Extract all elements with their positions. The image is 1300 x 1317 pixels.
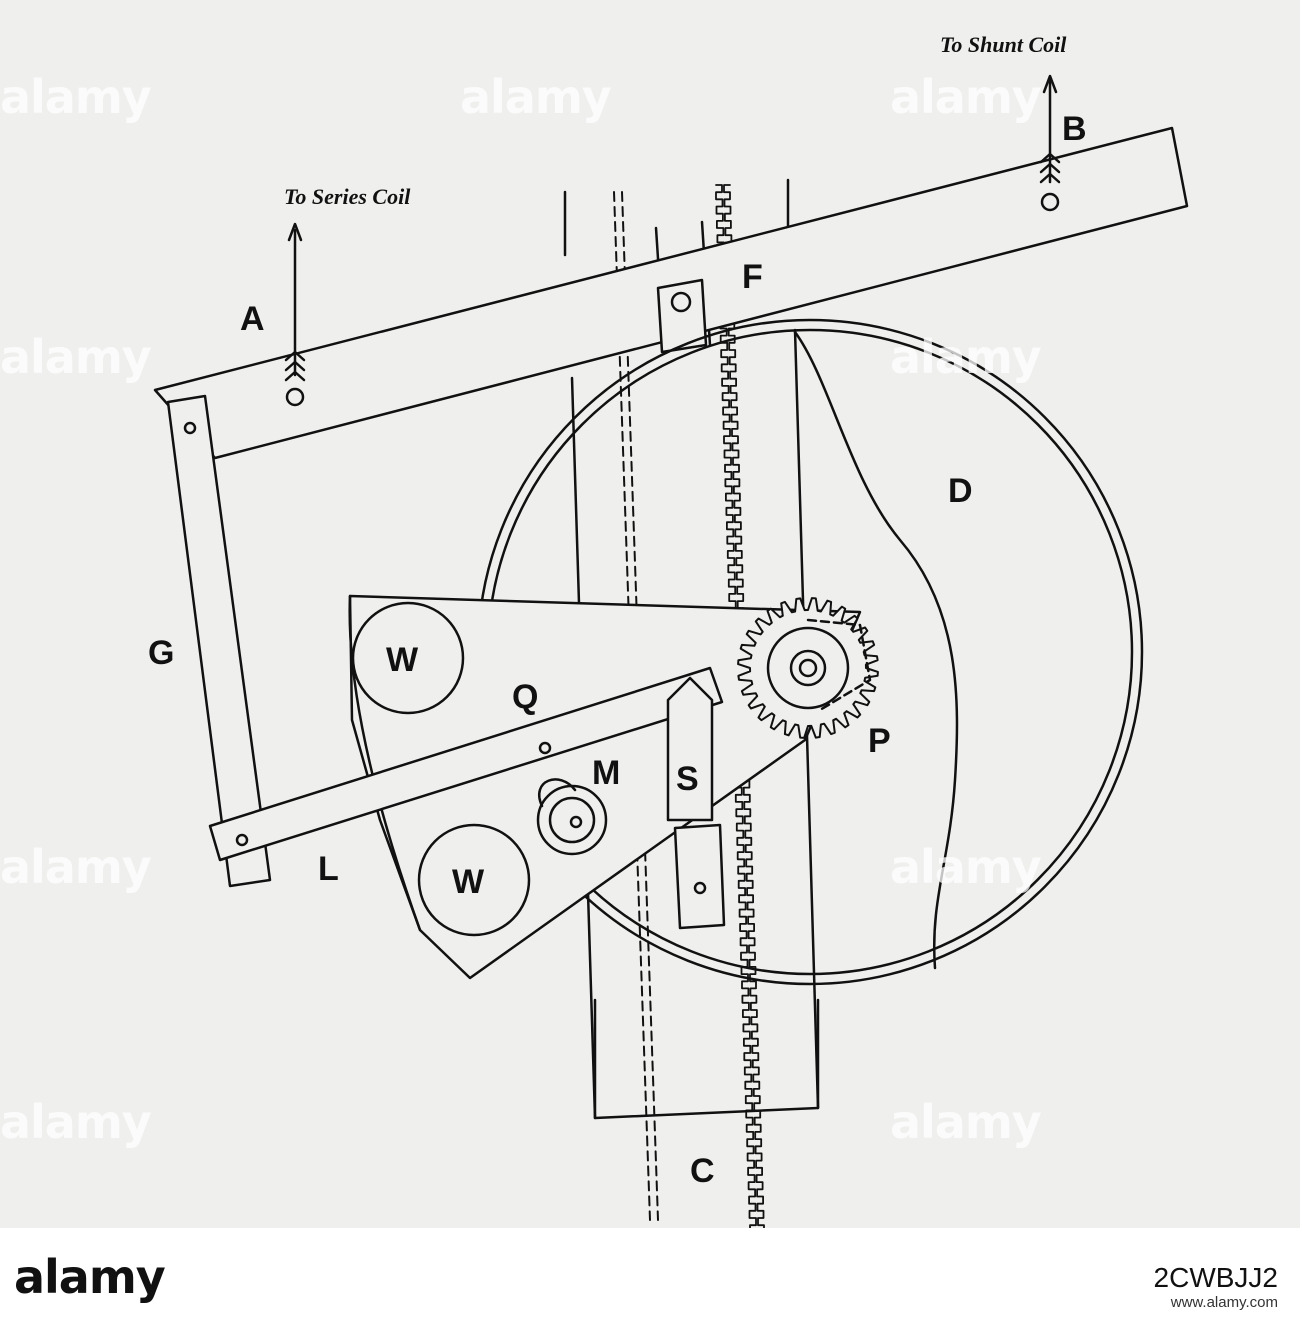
pawl-s bbox=[666, 676, 726, 930]
label-d: D bbox=[948, 472, 973, 510]
gear-p bbox=[737, 597, 879, 739]
label-b: B bbox=[1062, 110, 1087, 148]
connector-b bbox=[1039, 74, 1061, 212]
stock-url: www.alamy.com bbox=[1170, 1294, 1278, 1311]
footer-bar bbox=[0, 1228, 1300, 1317]
watermark: alamy bbox=[0, 1095, 152, 1149]
label-c: C bbox=[690, 1152, 715, 1190]
label-w1: W bbox=[386, 641, 419, 679]
bottom-slide-c bbox=[593, 998, 820, 1120]
diagram-area: To Series Coil To Shunt Coil A B F D G W… bbox=[0, 0, 1300, 1234]
brand-logo: alamy bbox=[14, 1250, 166, 1304]
label-w2: W bbox=[452, 863, 485, 901]
caption-series-coil: To Series Coil bbox=[284, 184, 411, 209]
label-p: P bbox=[868, 722, 891, 760]
pivot-m bbox=[536, 778, 608, 856]
watermark: alamy bbox=[890, 330, 1042, 384]
watermark: alamy bbox=[460, 70, 612, 124]
link-q bbox=[208, 666, 724, 862]
watermark: alamy bbox=[0, 330, 152, 384]
watermark: alamy bbox=[890, 70, 1042, 124]
label-s: S bbox=[676, 760, 699, 798]
connector-a bbox=[284, 222, 306, 407]
mechanism-diagram: To Series Coil To Shunt Coil A B F D G W… bbox=[148, 32, 1189, 1234]
weight-w2 bbox=[417, 823, 531, 937]
watermark: alamy bbox=[0, 840, 152, 894]
block-f bbox=[656, 278, 708, 354]
label-g: G bbox=[148, 634, 174, 672]
label-f: F bbox=[742, 258, 763, 296]
label-l: L bbox=[318, 850, 339, 888]
label-a: A bbox=[240, 300, 265, 338]
label-m: M bbox=[592, 754, 620, 792]
watermark: alamy bbox=[0, 70, 152, 124]
watermark: alamy bbox=[890, 1095, 1042, 1149]
weight-w1 bbox=[351, 601, 465, 715]
watermark: alamy bbox=[890, 840, 1042, 894]
lever-g bbox=[166, 394, 272, 888]
caption-shunt-coil: To Shunt Coil bbox=[940, 32, 1067, 57]
disc-d-cutaway bbox=[793, 330, 959, 970]
stock-id: 2CWBJJ2 bbox=[1153, 1262, 1278, 1293]
label-q: Q bbox=[512, 678, 538, 716]
